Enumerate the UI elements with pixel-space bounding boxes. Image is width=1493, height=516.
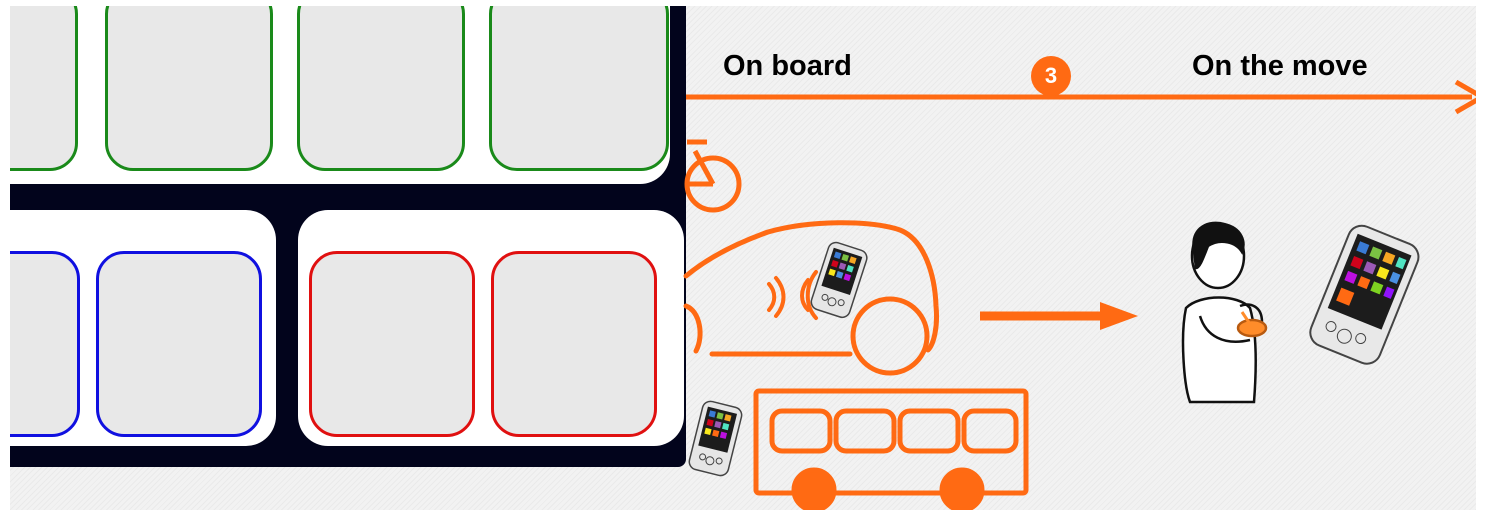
green-slot-3 bbox=[297, 6, 465, 171]
step-number-badge: 3 bbox=[1031, 56, 1071, 96]
timeline-arrow bbox=[686, 79, 1476, 115]
green-slot-1 bbox=[10, 6, 78, 171]
blue-slot-2 bbox=[96, 251, 262, 437]
on-the-move-label: On the move bbox=[1192, 50, 1368, 82]
orange-illustrations bbox=[683, 79, 1476, 510]
smartphone-icon bbox=[688, 400, 743, 477]
person-with-phone-icon bbox=[1181, 221, 1268, 404]
smartphone-icon bbox=[810, 241, 868, 319]
smartphone-icon bbox=[1309, 224, 1420, 365]
bus-icon bbox=[753, 388, 1029, 510]
signal-waves-icon bbox=[767, 270, 818, 320]
bicycle-icon bbox=[684, 139, 742, 213]
arrow-right-icon bbox=[980, 302, 1138, 330]
green-slot-2 bbox=[105, 6, 273, 171]
car-icon bbox=[683, 220, 939, 376]
green-slot-4 bbox=[489, 6, 669, 171]
on-board-label: On board bbox=[723, 50, 852, 82]
dark-button-panel bbox=[10, 6, 686, 467]
blue-slot-1 bbox=[10, 251, 80, 437]
diagram-canvas: On board 3 On the move bbox=[10, 6, 1476, 510]
red-slot-1 bbox=[309, 251, 475, 437]
red-slot-2 bbox=[491, 251, 657, 437]
